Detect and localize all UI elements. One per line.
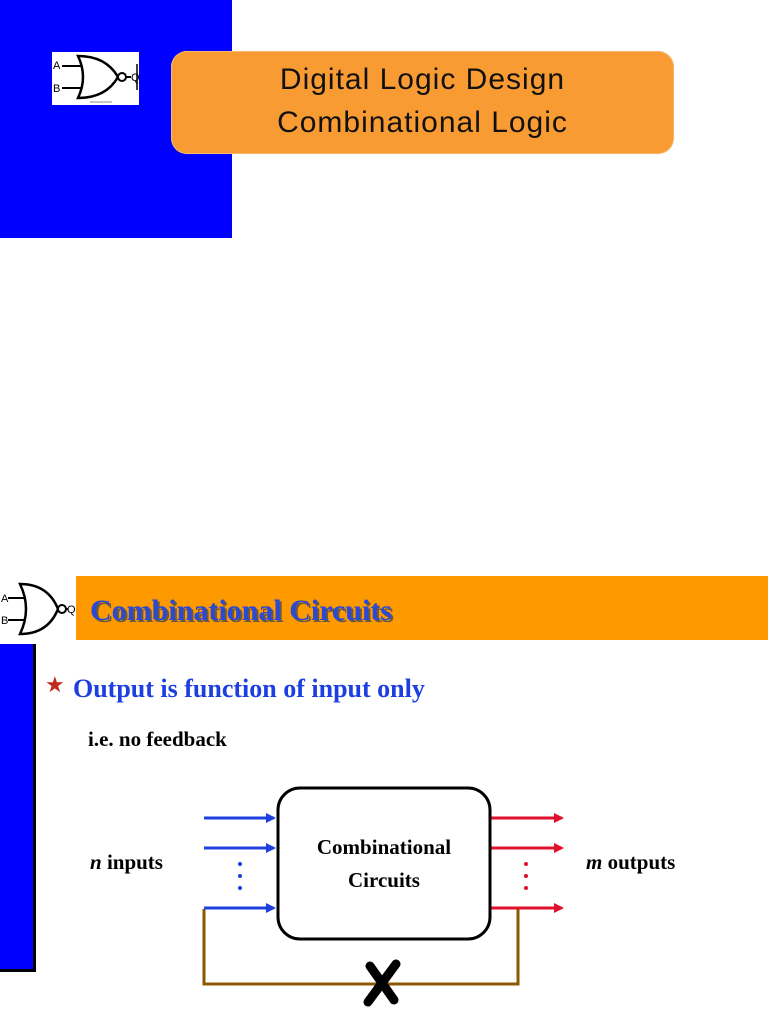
box-label-line1: Combinational — [317, 835, 451, 859]
circuit-diagram: Combinational Circuits — [202, 786, 564, 1007]
left-accent-bar — [0, 644, 36, 972]
gate-label-b: B — [1, 615, 8, 627]
feedback-line — [202, 909, 520, 986]
ellipsis-dot — [524, 862, 528, 866]
ellipsis-dot — [238, 886, 242, 890]
bullet-text: Output is function of input only — [73, 674, 425, 703]
title-line-2: Combinational Logic — [277, 106, 568, 139]
cross-mark-icon — [363, 959, 401, 1007]
combinational-box — [276, 786, 492, 941]
inputs-label: n inputs — [90, 850, 163, 874]
gate-label-q: Q — [131, 72, 139, 84]
gate-label-a: A — [1, 593, 9, 605]
ellipsis-dot — [524, 874, 528, 878]
title-box: Digital Logic Design Combinational Logic — [171, 51, 674, 154]
nor-gate-logo: A B Q — [52, 52, 140, 105]
section-title: Combinational Circuits — [90, 594, 392, 627]
gate-label-a: A — [53, 60, 61, 72]
title-line-1: Digital Logic Design — [279, 63, 566, 96]
gate-label-b: B — [53, 83, 60, 95]
ellipsis-dot — [524, 886, 528, 890]
header-bar — [76, 576, 768, 640]
nor-gate-logo-small: A B Q — [0, 576, 76, 640]
box-label-line2: Circuits — [348, 868, 420, 892]
sub-text: i.e. no feedback — [88, 727, 227, 751]
gate-label-q: Q — [67, 604, 76, 616]
ellipsis-dot — [238, 874, 242, 878]
star-bullet-icon: ★ — [45, 672, 65, 697]
ellipsis-dot — [238, 862, 242, 866]
outputs-label: m outputs — [586, 850, 676, 874]
